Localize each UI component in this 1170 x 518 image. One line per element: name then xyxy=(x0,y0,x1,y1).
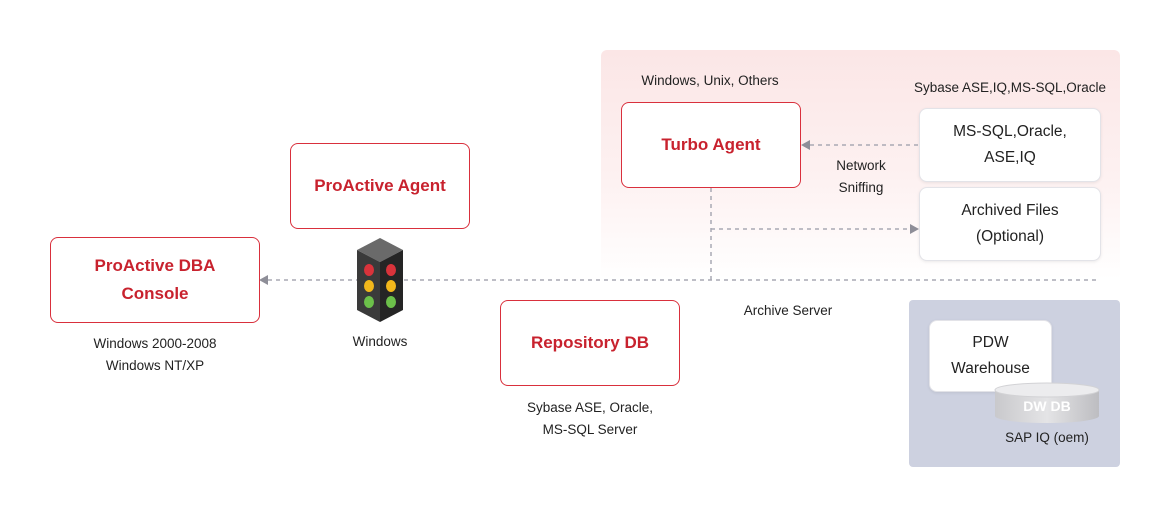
arrow-left-icon xyxy=(801,140,810,150)
traffic-light-icon xyxy=(357,238,403,322)
dw-db-label: DW DB xyxy=(1023,398,1071,414)
archive-server-caption: Archive Server xyxy=(743,303,833,318)
console-os-caption: Windows 2000-2008 Windows NT/XP xyxy=(93,336,217,373)
proactive-agent-label: ProActive Agent xyxy=(314,176,446,195)
mssql-source-box: MS-SQL,Oracle, ASE,IQ xyxy=(919,108,1101,182)
console-box: ProActive DBA Console xyxy=(50,237,260,323)
archived-files-box: Archived Files (Optional) xyxy=(919,187,1101,261)
network-sniffing-caption: Network Sniffing xyxy=(836,158,886,195)
pdw-line1: PDW xyxy=(972,334,1009,351)
sap-iq-caption: SAP IQ (oem) xyxy=(1005,430,1089,445)
repository-db-label: Repository DB xyxy=(530,333,650,352)
pdw-line2: Warehouse xyxy=(951,360,1030,377)
console-label-line1: ProActive DBA xyxy=(94,256,216,275)
turbo-agent-label: Turbo Agent xyxy=(661,135,761,154)
arrow-right-icon xyxy=(910,224,919,234)
turbo-region-caption: Windows, Unix, Others xyxy=(641,73,779,88)
repository-db-box: Repository DB xyxy=(500,300,680,386)
pdw-warehouse-box: PDW Warehouse xyxy=(929,320,1052,392)
mssql-label-line1: MS-SQL,Oracle, xyxy=(953,123,1067,140)
archived-files-line2: (Optional) xyxy=(975,228,1045,245)
archived-files-line1: Archived Files xyxy=(961,202,1059,219)
windows-caption: Windows xyxy=(352,334,408,349)
mssql-label-line2: ASE,IQ xyxy=(984,149,1036,166)
proactive-agent-box: ProActive Agent xyxy=(290,143,470,229)
turbo-agent-box: Turbo Agent xyxy=(621,102,801,188)
console-label-line2: Console xyxy=(121,284,189,303)
sybase-list-caption: Sybase ASE,IQ,MS-SQL,Oracle xyxy=(913,80,1107,95)
repository-caption: Sybase ASE, Oracle, MS-SQL Server xyxy=(526,400,654,437)
database-cylinder-icon xyxy=(994,382,1100,423)
arrow-left-icon xyxy=(259,275,268,285)
